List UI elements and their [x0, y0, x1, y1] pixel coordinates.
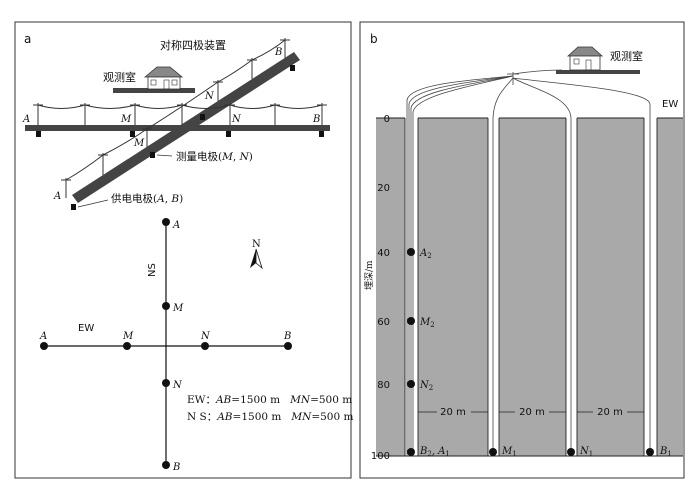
panel-b-station-label: 观测室 — [610, 49, 643, 63]
electrode-B2A1-label: B2, A1 — [419, 446, 450, 458]
panel-a-title: 对称四极装置 — [160, 38, 226, 52]
depth-tick-60: 60 — [377, 317, 390, 328]
electrode-M1-label: M1 — [501, 446, 517, 458]
cross-point-A-ns — [162, 218, 170, 226]
supply-electrode-label: 供电电极(A, B) — [111, 192, 183, 205]
north-arrow-icon — [250, 248, 263, 270]
north-label: N — [252, 239, 261, 250]
persp-label-B-ns: B — [274, 47, 282, 58]
panel-a-station-label: 观测室 — [103, 70, 136, 84]
depth-tick-0: 0 — [384, 114, 390, 125]
panel-a-frame — [14, 21, 352, 479]
persp-label-A-ns: A — [53, 191, 61, 202]
depth-tick-40: 40 — [377, 248, 390, 259]
panel-a-letter: a — [24, 32, 31, 46]
persp-label-N-ns: N — [204, 91, 215, 102]
electrode-A2 — [407, 248, 415, 256]
electrode-B2A1 — [407, 448, 415, 456]
cross-point-B-ns — [162, 461, 170, 469]
cross-label-B-ew: B — [283, 331, 291, 342]
cross-label-N-ew: N — [200, 331, 211, 342]
electrode-B1 — [646, 448, 654, 456]
persp-label-N-ew: N — [231, 114, 242, 125]
depth-axis-label: 埋深/m — [364, 260, 375, 290]
persp-label-M-ns: M — [133, 138, 145, 149]
cross-label-M-ew: M — [122, 331, 134, 342]
panel-b-letter: b — [370, 32, 378, 46]
spacing-label-1: 20 m — [440, 407, 466, 418]
cross-point-M-ns — [162, 302, 170, 310]
electrode-M2-label: M2 — [419, 317, 435, 329]
depth-tick-100: 100 — [371, 451, 390, 462]
cross-label-A-ns: A — [172, 220, 180, 231]
ground-blocks — [376, 118, 683, 456]
ns-axis-label: NS — [147, 263, 158, 277]
spacing-label-2: 20 m — [519, 407, 545, 418]
spacing-label-3: 20 m — [597, 407, 623, 418]
panel-b-station-house-icon — [566, 46, 604, 71]
persp-label-M-ew: M — [120, 114, 132, 125]
electrode-A2-label: A2 — [419, 248, 432, 260]
cross-point-A-ew — [40, 342, 48, 350]
cross-label-M-ns: M — [172, 303, 184, 314]
electrode-B1-label: B1 — [659, 446, 672, 458]
electrode-N2 — [407, 380, 415, 388]
cross-point-N-ew — [201, 342, 209, 350]
panel-b-ew-label: EW — [662, 99, 678, 110]
cross-label-B-ns: B — [172, 462, 180, 473]
borehole-outlines — [376, 117, 683, 457]
panel-b-frame — [359, 21, 685, 479]
cross-point-N-ns — [162, 379, 170, 387]
cross-point-B-ew — [284, 342, 292, 350]
cross-layout — [44, 222, 288, 465]
cross-label-N-ns: N — [172, 380, 183, 391]
persp-label-B-ew: B — [312, 114, 320, 125]
electrode-N2-label: N2 — [419, 380, 433, 392]
perspective-layout — [25, 38, 330, 210]
depth-tick-20: 20 — [377, 183, 390, 194]
electrode-N1-label: N1 — [579, 446, 593, 458]
station-house-icon — [143, 66, 184, 90]
electrode-N1 — [567, 448, 575, 456]
persp-label-A-ew: A — [22, 114, 30, 125]
cable-bundle — [406, 69, 651, 456]
measuring-electrode-label: 测量电极(M, N) — [176, 150, 253, 163]
depth-tick-80: 80 — [377, 380, 390, 391]
cross-label-A-ew: A — [39, 331, 47, 342]
electrode-M1 — [489, 448, 497, 456]
electrode-M2 — [407, 317, 415, 325]
cross-point-M-ew — [123, 342, 131, 350]
ew-axis-label: EW — [78, 323, 94, 334]
